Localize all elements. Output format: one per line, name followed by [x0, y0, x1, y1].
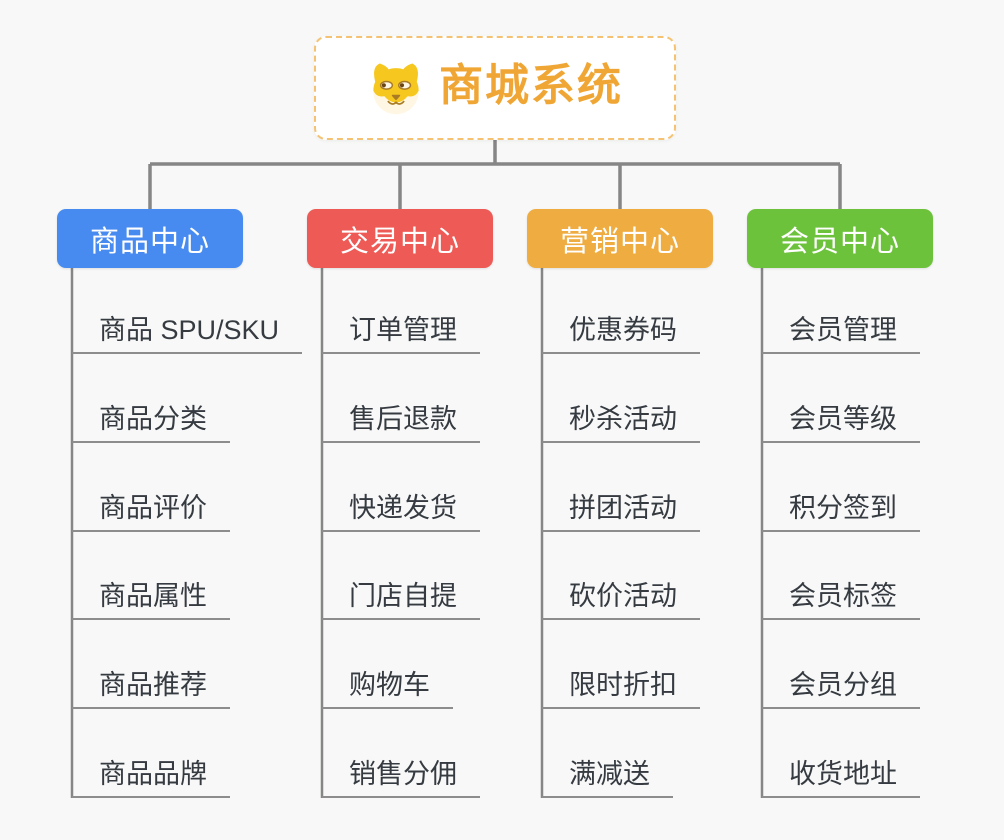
branch-item[interactable]: 优惠券码 — [542, 310, 700, 354]
branch-item[interactable]: 会员标签 — [762, 576, 920, 620]
branch-item[interactable]: 砍价活动 — [542, 576, 700, 620]
branch-item[interactable]: 商品评价 — [72, 488, 230, 532]
branch-item[interactable]: 限时折扣 — [542, 665, 700, 709]
branch-product-center: 商品中心 商品 SPU/SKU 商品分类 商品评价 商品属性 商品推荐 商品品牌 — [57, 0, 317, 840]
branch-item[interactable]: 积分签到 — [762, 488, 920, 532]
branch-item[interactable]: 商品属性 — [72, 576, 230, 620]
branch-member-center: 会员中心 会员管理 会员等级 积分签到 会员标签 会员分组 收货地址 — [747, 0, 1004, 840]
branch-item[interactable]: 收货地址 — [762, 754, 920, 798]
branch-item[interactable]: 拼团活动 — [542, 488, 700, 532]
branch-item[interactable]: 订单管理 — [322, 310, 480, 354]
branch-item[interactable]: 会员等级 — [762, 399, 920, 443]
branch-item[interactable]: 商品推荐 — [72, 665, 230, 709]
branch-item[interactable]: 会员分组 — [762, 665, 920, 709]
branch-item[interactable]: 销售分佣 — [322, 754, 480, 798]
branch-item[interactable]: 秒杀活动 — [542, 399, 700, 443]
branch-item[interactable]: 购物车 — [322, 665, 453, 709]
branch-marketing-center: 营销中心 优惠券码 秒杀活动 拼团活动 砍价活动 限时折扣 满减送 — [527, 0, 787, 840]
dog-face-icon — [373, 63, 419, 115]
branch-item[interactable]: 会员管理 — [762, 310, 920, 354]
branch-item[interactable]: 商品 SPU/SKU — [72, 310, 303, 354]
branch-node[interactable]: 会员中心 — [747, 209, 933, 268]
branch-trade-center: 交易中心 订单管理 售后退款 快递发货 门店自提 购物车 销售分佣 — [307, 0, 567, 840]
root-node[interactable]: 商城系统 — [314, 36, 676, 140]
branch-item[interactable]: 快递发货 — [322, 488, 480, 532]
branch-item[interactable]: 商品品牌 — [72, 754, 230, 798]
root-label: 商城系统 — [439, 61, 623, 110]
branch-item[interactable]: 商品分类 — [72, 399, 230, 443]
branch-item[interactable]: 售后退款 — [322, 399, 480, 443]
branch-item[interactable]: 门店自提 — [322, 576, 480, 620]
branch-item[interactable]: 满减送 — [542, 754, 673, 798]
branch-node[interactable]: 交易中心 — [307, 209, 493, 268]
branch-node[interactable]: 商品中心 — [57, 209, 243, 268]
branch-node[interactable]: 营销中心 — [527, 209, 713, 268]
